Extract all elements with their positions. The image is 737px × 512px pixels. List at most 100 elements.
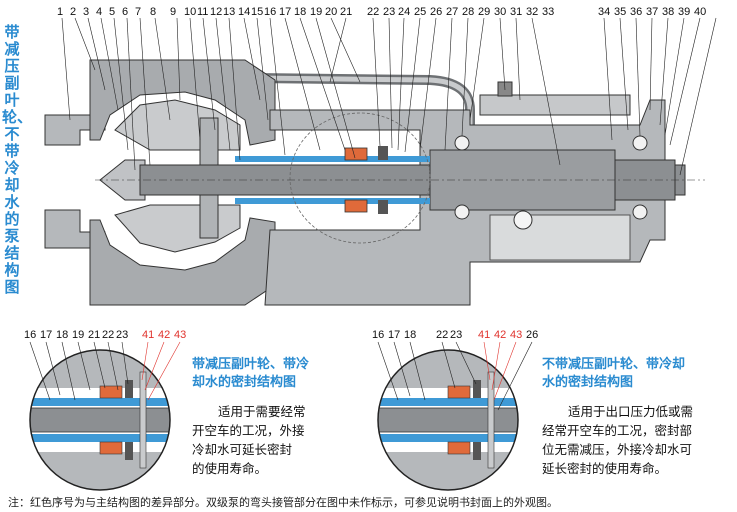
vertical-title: 带减压副叶轮、不带冷却水的泵结构图 (2, 23, 33, 296)
part-number: 12 (210, 6, 222, 18)
bearing-ball-4 (632, 204, 648, 220)
detail-left-desc-line3: 冷却水可延长密封 (192, 442, 293, 457)
detail-right-circle (377, 349, 519, 491)
part-number: 37 (646, 6, 658, 18)
detail-callout-circle (289, 112, 431, 244)
part-number: 10 (184, 6, 196, 18)
pump-casing-upper (89, 59, 276, 146)
frame-top-cover (479, 94, 631, 116)
seal-ring-bottom (344, 199, 368, 213)
part-number: 6 (122, 6, 128, 18)
part-number: 9 (170, 6, 176, 18)
detail-right-title-line1: 不带减压副叶轮、带冷却 (542, 357, 686, 372)
part-number: 23 (383, 6, 395, 18)
part-number: 13 (223, 6, 235, 18)
part-number: 26 (526, 329, 538, 341)
detail-left-desc-line4: 的使用寿命。 (192, 461, 268, 476)
detail-right-title-line2: 水的密封结构图 (542, 375, 634, 390)
part-number-red: 42 (158, 329, 170, 341)
part-number-red: 41 (478, 329, 490, 341)
leader-lines (61, 17, 717, 176)
detail-left-title-line1: 带减压副叶轮、带冷 (192, 357, 310, 372)
part-number: 18 (294, 6, 306, 18)
part-number: 38 (662, 6, 674, 18)
part-number: 29 (478, 6, 490, 18)
detail-left-title-line2: 却水的密封结构图 (192, 375, 297, 390)
detail-right-numbers: 16 17 18 22 23 41 42 43 26 (372, 329, 538, 341)
detail-left-numbers: 16 17 18 19 21 22 23 41 42 43 (24, 329, 186, 341)
part-number: 23 (116, 329, 128, 341)
part-number: 3 (83, 6, 89, 18)
part-number: 19 (72, 329, 84, 341)
detail-left-title: 带减压副叶轮、带冷 却水的密封结构图 (192, 356, 309, 392)
part-number: 30 (494, 6, 506, 18)
part-number: 20 (325, 6, 337, 18)
part-number-red: 42 (494, 329, 506, 341)
seal-ring-top (344, 147, 368, 161)
part-number: 16 (372, 329, 384, 341)
part-number: 16 (24, 329, 36, 341)
part-number: 22 (102, 329, 114, 341)
part-number-red: 41 (142, 329, 154, 341)
part-number: 7 (135, 6, 141, 18)
part-number: 22 (367, 6, 379, 18)
footnote: 注：红色序号为与主结构图的差异部分。双级泵的弯头接管部分在图中未作标示，可参见说… (8, 496, 558, 509)
impeller-lower (114, 204, 241, 253)
part-number: 17 (40, 329, 52, 341)
detail-left-desc-line1: 适用于需要经常 (218, 404, 306, 419)
part-number: 40 (694, 6, 706, 18)
frame-window (489, 214, 631, 261)
part-number: 33 (542, 6, 554, 18)
part-number: 18 (56, 329, 68, 341)
part-number: 18 (404, 329, 416, 341)
part-number: 27 (446, 6, 458, 18)
part-number-red: 43 (174, 329, 186, 341)
shaft-sleeve-top (235, 156, 430, 162)
main-pump-drawing (44, 59, 705, 306)
detail-left-circle (29, 349, 171, 491)
part-number: 26 (430, 6, 442, 18)
detail-right-leaders (377, 341, 533, 411)
part-number: 11 (197, 6, 208, 18)
detail-left-desc-line2: 开空车的工况，外接 (192, 423, 305, 438)
part-number: 28 (462, 6, 474, 18)
bearing-ball-3 (632, 135, 648, 151)
part-number: 32 (526, 6, 538, 18)
part-number: 17 (388, 329, 400, 341)
oil-level-sight (513, 210, 533, 230)
part-number: 21 (88, 329, 100, 341)
detail-right-desc-line4: 延长密封的使用寿命。 (542, 461, 668, 476)
part-number-red: 43 (510, 329, 522, 341)
seal-spring-bottom (378, 200, 388, 214)
part-number: 16 (264, 6, 276, 18)
part-number: 15 (251, 6, 263, 18)
detail-right-desc-line3: 位无需减压，外接冷却水可 (542, 442, 693, 457)
bearing-ball-2 (454, 204, 470, 220)
detail-right-desc-line1: 适用于出口压力低或需 (568, 404, 694, 419)
pump-casing-lower (89, 217, 276, 306)
detail-left-leaders (29, 341, 181, 401)
detail-right-description: 适用于出口压力低或需 经常开空车的工况，密封部 位无需减压，外接冷却水可 延长密… (542, 402, 693, 478)
part-number: 21 (340, 6, 352, 18)
part-number: 1 (57, 6, 63, 18)
shaft-sleeve-bottom (235, 198, 430, 204)
seal-spring-top (378, 146, 388, 160)
part-number: 24 (398, 6, 410, 18)
part-number: 23 (450, 329, 462, 341)
bearing-ball-1 (454, 135, 470, 151)
part-number: 8 (150, 6, 156, 18)
part-number: 5 (109, 6, 115, 18)
detail-left-drawing (29, 349, 171, 491)
detail-right-drawing (377, 349, 519, 491)
part-number: 22 (436, 329, 448, 341)
part-number: 25 (414, 6, 426, 18)
part-number: 14 (238, 6, 250, 18)
detail-right-desc-line2: 经常开空车的工况，密封部 (542, 423, 693, 438)
part-number: 36 (630, 6, 642, 18)
part-number: 31 (510, 6, 522, 18)
part-number: 35 (614, 6, 626, 18)
part-number: 4 (96, 6, 102, 18)
detail-left-description: 适用于需要经常 开空车的工况，外接 冷却水可延长密封 的使用寿命。 (192, 402, 306, 478)
